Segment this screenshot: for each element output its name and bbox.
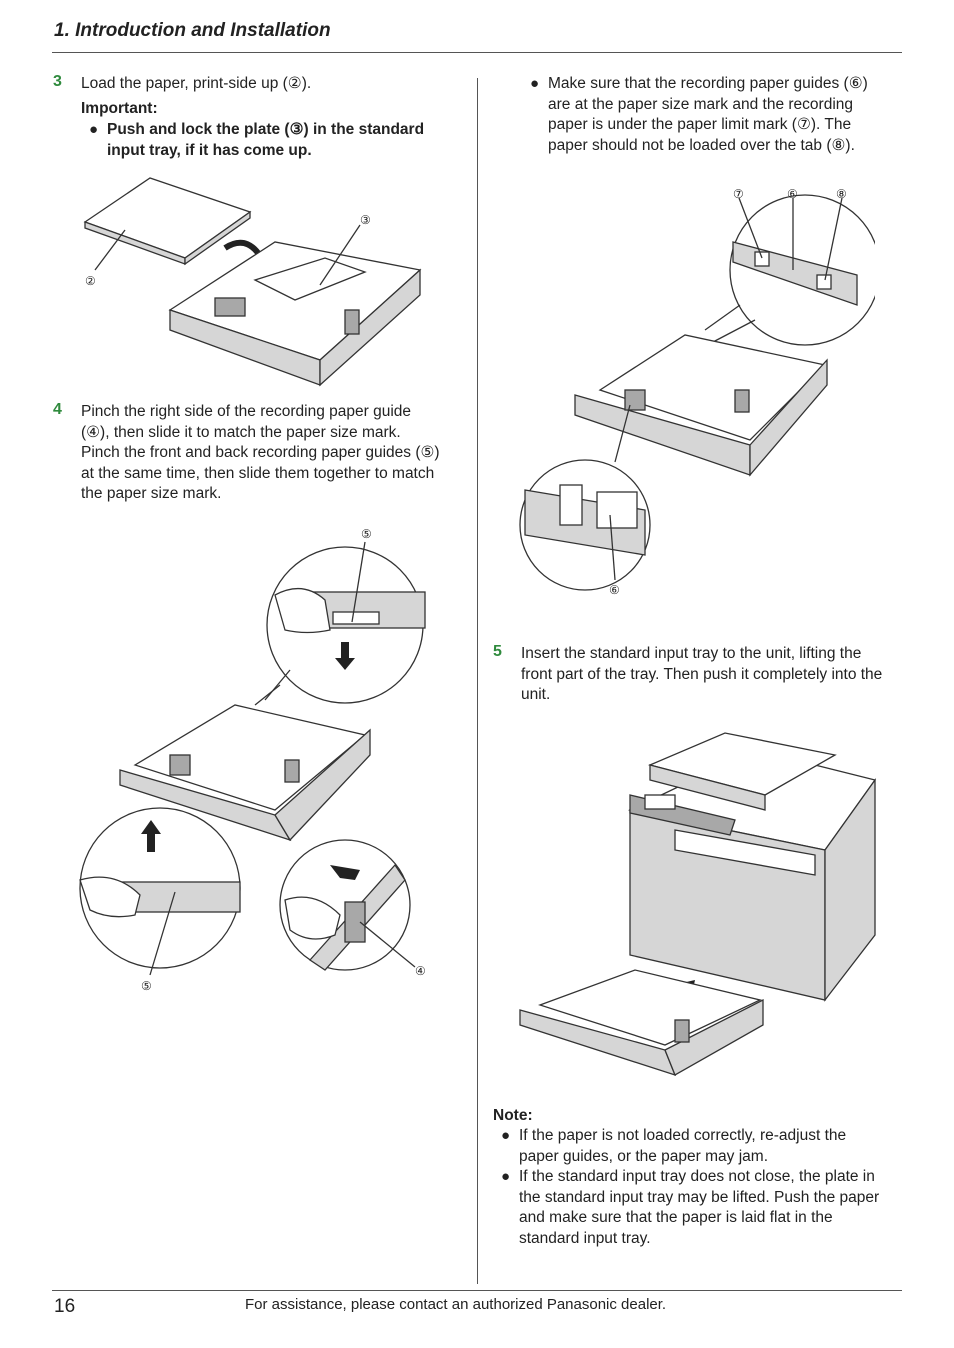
step-4-number: 4 xyxy=(53,401,62,418)
footer-text: For assistance, please contact an author… xyxy=(245,1296,667,1313)
callout-6-bottom: ⑥ xyxy=(609,583,620,597)
step-4-text: Pinch the right side of the recording pa… xyxy=(81,403,440,502)
guide-check-bullet: ●Make sure that the recording paper guid… xyxy=(530,75,868,154)
callout-2: ② xyxy=(85,274,96,288)
header-rule xyxy=(52,52,902,53)
tray-paper-illustration: ② ③ xyxy=(83,177,422,387)
note-bullet-1: ●If the paper is not loaded correctly, r… xyxy=(501,1127,847,1165)
callout-4: ④ xyxy=(415,964,426,978)
page-number: 16 xyxy=(54,1296,76,1317)
callout-3: ③ xyxy=(360,213,371,227)
paper-guides-illustration: ⑤ ④ ⑤ xyxy=(79,527,426,993)
important-label: Important: xyxy=(81,100,158,117)
step-5-text: Insert the standard input tray to the un… xyxy=(521,645,883,703)
step-3-number: 3 xyxy=(53,73,62,90)
note-label: Note: xyxy=(493,1107,533,1124)
step-3-text: Load the paper, print-side up (②). xyxy=(81,75,312,92)
important-bullet: ●Push and lock the plate (③) in the stan… xyxy=(89,121,425,159)
note-bullet-2: ●If the standard input tray does not clo… xyxy=(501,1168,880,1247)
section-header: 1. Introduction and Installation xyxy=(54,20,331,41)
callout-5-top: ⑤ xyxy=(361,527,372,541)
footer-rule xyxy=(52,1290,902,1291)
callout-8: ⑧ xyxy=(836,187,847,201)
limit-mark-illustration: ⑦ ⑥ ⑧ ⑥ xyxy=(519,187,875,597)
step-5-number: 5 xyxy=(493,643,502,660)
callout-5-bottom: ⑤ xyxy=(141,979,152,993)
column-divider xyxy=(477,78,478,1284)
callout-6-top: ⑥ xyxy=(787,187,798,201)
callout-7: ⑦ xyxy=(733,187,744,201)
insert-tray-illustration xyxy=(519,732,877,1077)
